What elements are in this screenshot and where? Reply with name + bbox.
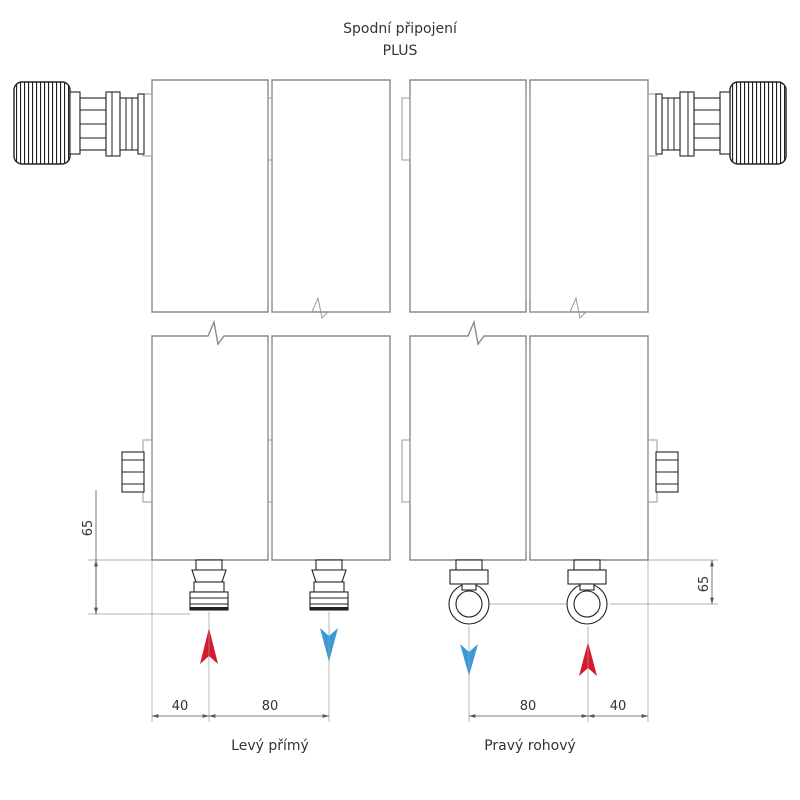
left-straight-fitting-supply [189,559,229,611]
thermostatic-head-icon [655,81,787,165]
left-spacing-dimension: 80 [209,699,329,718]
left-offset-dimension-value: 40 [172,699,189,714]
left-vertical-dimension-value: 65 [81,520,96,537]
right-vertical-dimension: 65 [490,559,718,605]
title-line-2: PLUS [383,43,418,59]
left-radiator-top [142,79,391,320]
left-straight-fitting-return [309,559,349,611]
left-connection-label: Levý přímý [231,738,309,754]
right-radiator-bottom [401,319,679,561]
right-offset-dimension-value: 40 [610,699,627,714]
thermostatic-head-icon [13,81,145,165]
left-radiator-bottom [121,319,391,561]
right-vertical-dimension-value: 65 [697,576,712,593]
right-angle-fitting-return [448,559,490,625]
left-spacing-dimension-value: 80 [262,699,279,714]
right-radiator-top [401,79,658,320]
right-offset-dimension: 40 [588,699,648,718]
right-connection-label: Pravý rohový [484,738,576,754]
right-spacing-dimension: 80 [469,699,588,718]
right-spacing-dimension-value: 80 [520,699,537,714]
right-angle-fitting-supply [566,559,608,625]
left-offset-dimension: 40 [152,699,209,718]
left-vertical-dimension: 65 [81,490,190,615]
title-line-1: Spodní připojení [343,21,458,37]
